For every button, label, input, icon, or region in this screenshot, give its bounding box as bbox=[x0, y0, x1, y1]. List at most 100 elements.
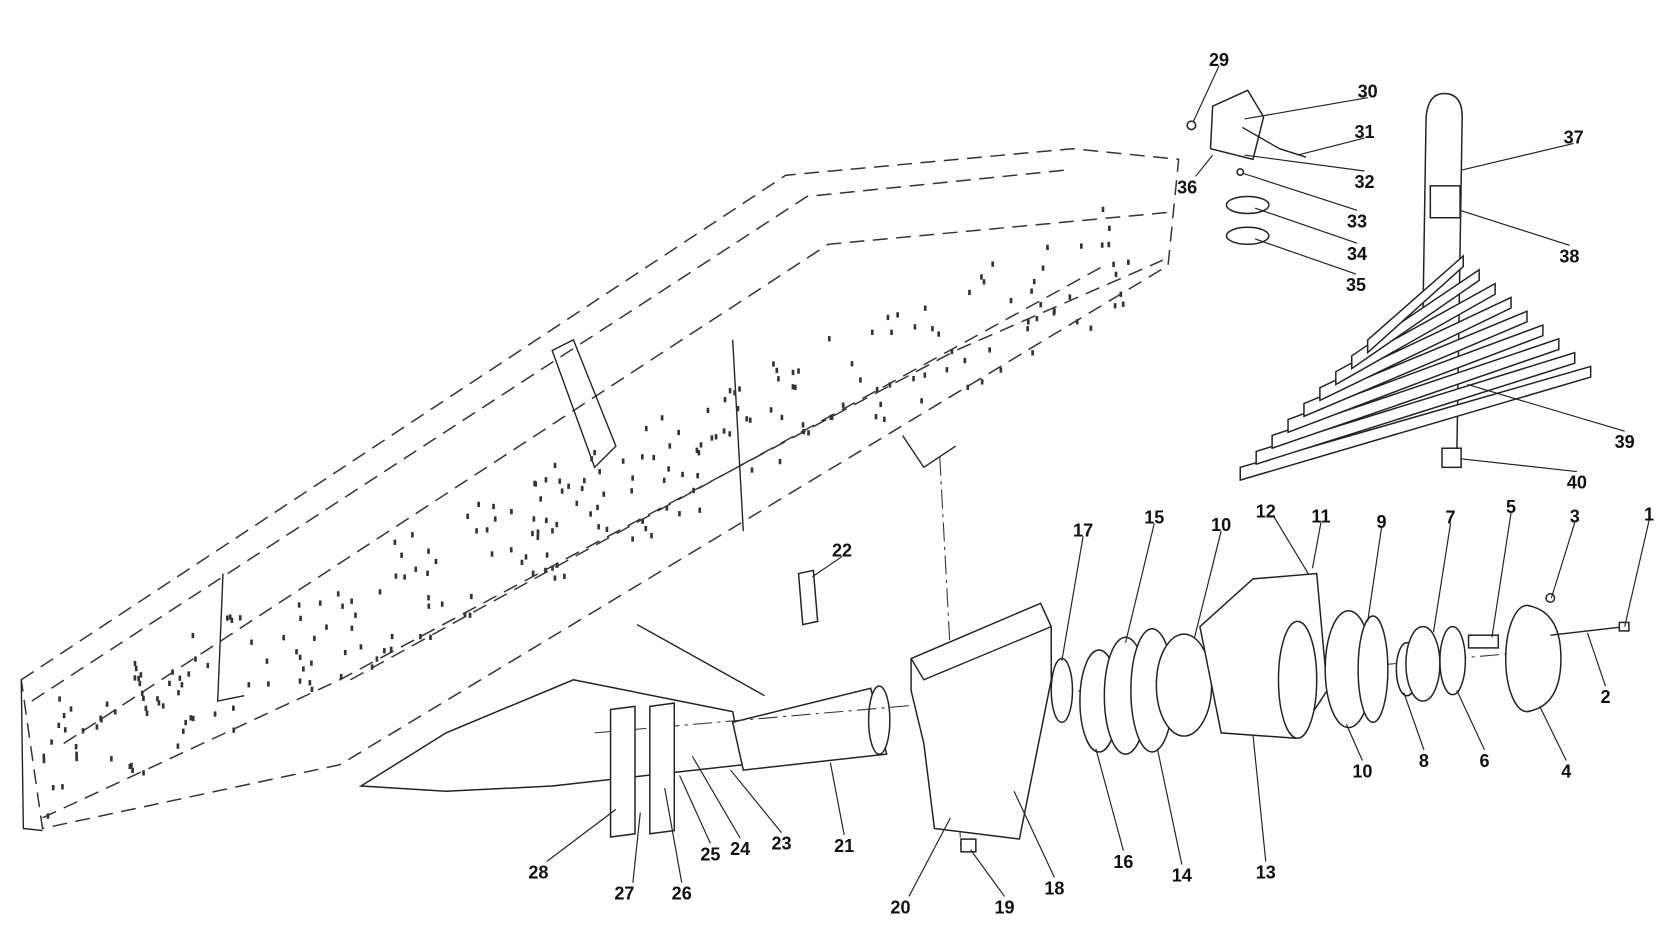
callout-leader bbox=[908, 817, 951, 897]
callout-leader bbox=[1586, 632, 1607, 687]
callout-number: 40 bbox=[1567, 473, 1587, 493]
frame-hole bbox=[434, 558, 438, 565]
frame-hole bbox=[829, 414, 833, 420]
frame-hole bbox=[440, 601, 444, 607]
frame-hole bbox=[295, 649, 298, 655]
frame-hole bbox=[493, 516, 497, 522]
frame-hole bbox=[602, 491, 606, 497]
frame-hole bbox=[191, 632, 195, 639]
frame-hole bbox=[468, 612, 472, 618]
frame-hole bbox=[722, 428, 726, 434]
spring-leaf bbox=[1271, 337, 1560, 450]
frame-hole bbox=[133, 675, 137, 681]
frame-hole bbox=[134, 665, 138, 672]
frame-hole bbox=[750, 467, 754, 473]
frame-hole bbox=[1119, 291, 1123, 297]
frame-hole bbox=[850, 361, 854, 367]
callout-number: 30 bbox=[1358, 82, 1378, 102]
frame-hole bbox=[1107, 241, 1111, 248]
frame-hole bbox=[801, 422, 805, 428]
frame-hole bbox=[354, 612, 357, 618]
spring-leaf bbox=[1351, 268, 1480, 370]
frame-hole bbox=[490, 551, 494, 557]
callout-leader bbox=[679, 775, 711, 844]
frame-hole bbox=[99, 715, 102, 721]
frame-hole bbox=[874, 414, 878, 420]
frame-hole bbox=[748, 417, 752, 423]
frame-hole bbox=[923, 372, 927, 378]
frame-hole bbox=[213, 711, 217, 717]
callout-leader bbox=[1195, 154, 1214, 177]
frame-hole bbox=[912, 375, 915, 382]
callout-leader bbox=[1459, 209, 1570, 246]
frame-hole bbox=[780, 414, 784, 421]
frame-hole bbox=[728, 431, 732, 437]
frame-hole bbox=[791, 369, 795, 376]
frame-hole bbox=[791, 384, 795, 390]
frame-hole bbox=[225, 615, 229, 621]
frame-hole bbox=[695, 447, 699, 454]
frame-hole bbox=[598, 469, 601, 475]
frame-hole bbox=[419, 633, 422, 640]
frame-hole bbox=[46, 813, 50, 819]
frame-hole bbox=[553, 575, 557, 581]
frame-hole bbox=[966, 384, 970, 391]
frame-hole bbox=[1052, 310, 1056, 316]
axle-housing bbox=[358, 623, 891, 793]
frame-hole bbox=[510, 509, 513, 515]
frame-hole bbox=[807, 430, 810, 436]
frame-hole bbox=[772, 361, 775, 367]
callout-number: 22 bbox=[832, 541, 852, 561]
callout-number: 7 bbox=[1445, 508, 1455, 528]
callout-leader bbox=[1254, 207, 1358, 244]
frame-hole bbox=[982, 279, 986, 285]
frame-hole bbox=[710, 435, 714, 441]
callout-number: 12 bbox=[1256, 501, 1276, 521]
frame-hole bbox=[350, 625, 354, 631]
frame-hole bbox=[69, 706, 73, 712]
frame-hole bbox=[920, 398, 923, 404]
callout-leader bbox=[1467, 383, 1625, 432]
callout-leader bbox=[1252, 734, 1267, 862]
callouts: 1234567891010111213141516171819202122232… bbox=[528, 50, 1654, 918]
callout-number: 34 bbox=[1347, 244, 1367, 264]
upper-bracket-assembly bbox=[1186, 89, 1307, 246]
frame-hole bbox=[641, 518, 644, 524]
callout-number: 14 bbox=[1172, 866, 1192, 886]
frame-hole bbox=[1127, 259, 1130, 265]
frame-hole bbox=[299, 615, 302, 622]
frame-hole bbox=[534, 481, 538, 487]
spring-leaf bbox=[1303, 310, 1528, 418]
frame-hole bbox=[1032, 278, 1036, 285]
frame-hole bbox=[692, 487, 695, 494]
frame-hole bbox=[477, 501, 481, 508]
frame-hole bbox=[394, 573, 398, 579]
frame-hole bbox=[187, 671, 191, 677]
frame-hole bbox=[667, 466, 670, 472]
spring-leaf bbox=[1287, 323, 1544, 434]
frame-hole bbox=[567, 483, 570, 489]
callout-number: 18 bbox=[1044, 878, 1064, 898]
frame-hole bbox=[859, 377, 862, 383]
spring-seat-bracket bbox=[910, 602, 1052, 853]
frame-hole bbox=[138, 680, 142, 687]
frame-hole bbox=[797, 368, 800, 374]
frame-hole bbox=[551, 565, 554, 571]
frame-hole bbox=[180, 682, 184, 688]
frame-hole bbox=[870, 329, 874, 336]
frame-hole bbox=[75, 755, 79, 762]
frame-hole bbox=[110, 756, 113, 762]
frame-hole bbox=[802, 428, 806, 435]
frame-hole bbox=[81, 728, 85, 734]
frame-hole bbox=[343, 649, 347, 656]
frame-hole bbox=[74, 744, 78, 750]
frame-hole bbox=[370, 664, 374, 670]
frame-hole bbox=[232, 705, 235, 711]
frame-hole bbox=[890, 329, 893, 335]
frame-hole bbox=[677, 429, 680, 436]
callout-number: 27 bbox=[614, 884, 634, 904]
callout-leader bbox=[1456, 690, 1486, 751]
frame-hole bbox=[142, 770, 145, 776]
frame-hole bbox=[950, 348, 954, 355]
callout-number: 2 bbox=[1601, 687, 1611, 707]
